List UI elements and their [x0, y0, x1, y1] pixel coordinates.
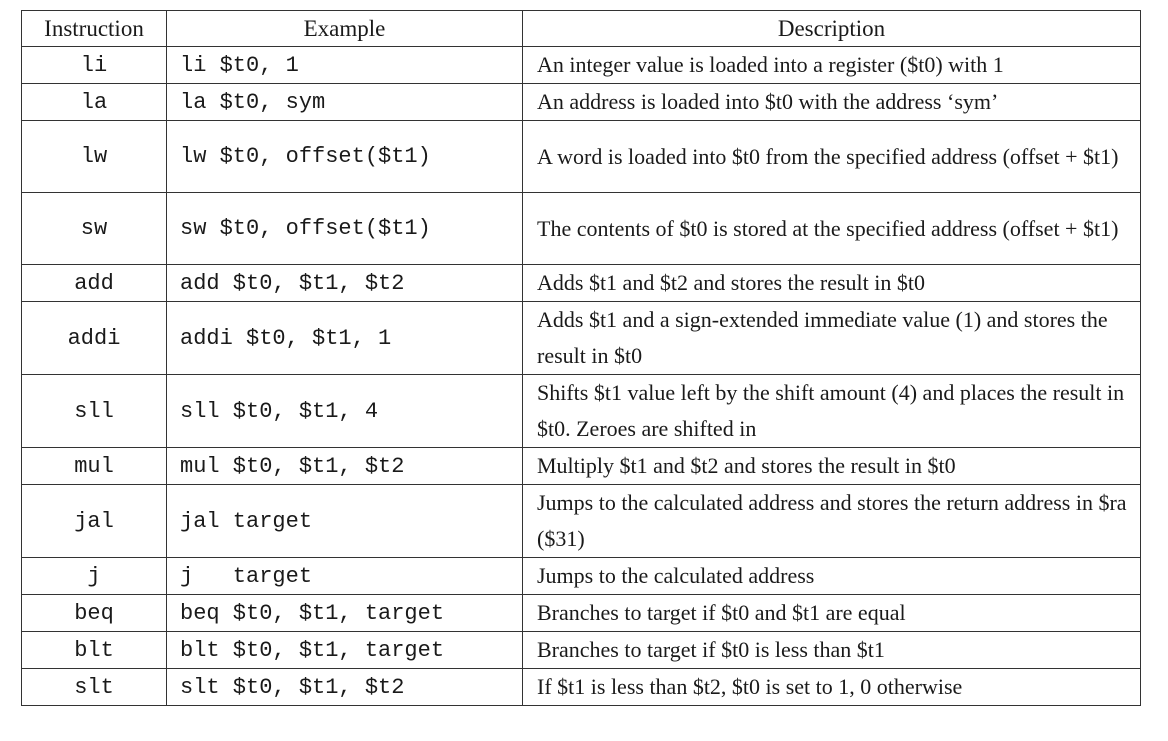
instruction-cell: li — [21, 46, 167, 84]
description-cell: An integer value is loaded into a regist… — [522, 46, 1141, 84]
table-row: la la $t0, sym An address is loaded into… — [21, 83, 1141, 121]
example-cell: sw $t0, offset($t1) — [166, 192, 523, 265]
example-cell: mul $t0, $t1, $t2 — [166, 447, 523, 485]
instruction-cell: j — [21, 557, 167, 595]
instruction-cell: lw — [21, 120, 167, 193]
instruction-cell: sw — [21, 192, 167, 265]
instruction-cell: la — [21, 83, 167, 121]
table-row: blt blt $t0, $t1, target Branches to tar… — [21, 631, 1141, 669]
instruction-cell: blt — [21, 631, 167, 669]
table-row: add add $t0, $t1, $t2 Adds $t1 and $t2 a… — [21, 264, 1141, 302]
table-row: slt slt $t0, $t1, $t2 If $t1 is less tha… — [21, 668, 1141, 706]
instruction-table: Instruction Example Description li li $t… — [21, 10, 1141, 706]
header-instruction: Instruction — [21, 10, 167, 47]
description-cell: Branches to target if $t0 is less than $… — [522, 631, 1141, 669]
table-row: sll sll $t0, $t1, 4 Shifts $t1 value lef… — [21, 374, 1141, 448]
description-cell: Jumps to the calculated address — [522, 557, 1141, 595]
description-cell: If $t1 is less than $t2, $t0 is set to 1… — [522, 668, 1141, 706]
instruction-cell: jal — [21, 484, 167, 558]
instruction-cell: beq — [21, 594, 167, 632]
example-cell: addi $t0, $t1, 1 — [166, 301, 523, 375]
description-cell: An address is loaded into $t0 with the a… — [522, 83, 1141, 121]
instruction-cell: mul — [21, 447, 167, 485]
table-row: lw lw $t0, offset($t1) A word is loaded … — [21, 120, 1141, 193]
instruction-cell: slt — [21, 668, 167, 706]
table-row: li li $t0, 1 An integer value is loaded … — [21, 46, 1141, 84]
header-example: Example — [166, 10, 523, 47]
table-row: j j target Jumps to the calculated addre… — [21, 557, 1141, 595]
example-cell: lw $t0, offset($t1) — [166, 120, 523, 193]
example-cell: jal target — [166, 484, 523, 558]
example-cell: add $t0, $t1, $t2 — [166, 264, 523, 302]
instruction-cell: add — [21, 264, 167, 302]
table-row: sw sw $t0, offset($t1) The contents of $… — [21, 192, 1141, 265]
description-cell: Shifts $t1 value left by the shift amoun… — [522, 374, 1141, 448]
example-cell: slt $t0, $t1, $t2 — [166, 668, 523, 706]
header-description: Description — [522, 10, 1141, 47]
table-row: jal jal target Jumps to the calculated a… — [21, 484, 1141, 558]
instruction-cell: sll — [21, 374, 167, 448]
description-cell: Branches to target if $t0 and $t1 are eq… — [522, 594, 1141, 632]
description-cell: Multiply $t1 and $t2 and stores the resu… — [522, 447, 1141, 485]
description-cell: Jumps to the calculated address and stor… — [522, 484, 1141, 558]
description-cell: A word is loaded into $t0 from the speci… — [522, 120, 1141, 193]
example-cell: blt $t0, $t1, target — [166, 631, 523, 669]
table-row: mul mul $t0, $t1, $t2 Multiply $t1 and $… — [21, 447, 1141, 485]
example-cell: j target — [166, 557, 523, 595]
example-cell: li $t0, 1 — [166, 46, 523, 84]
example-cell: la $t0, sym — [166, 83, 523, 121]
table-row: addi addi $t0, $t1, 1 Adds $t1 and a sig… — [21, 301, 1141, 375]
table-row: beq beq $t0, $t1, target Branches to tar… — [21, 594, 1141, 632]
header-row: Instruction Example Description — [21, 10, 1141, 47]
example-cell: sll $t0, $t1, 4 — [166, 374, 523, 448]
description-cell: Adds $t1 and $t2 and stores the result i… — [522, 264, 1141, 302]
description-cell: Adds $t1 and a sign-extended immediate v… — [522, 301, 1141, 375]
description-cell: The contents of $t0 is stored at the spe… — [522, 192, 1141, 265]
instruction-cell: addi — [21, 301, 167, 375]
example-cell: beq $t0, $t1, target — [166, 594, 523, 632]
